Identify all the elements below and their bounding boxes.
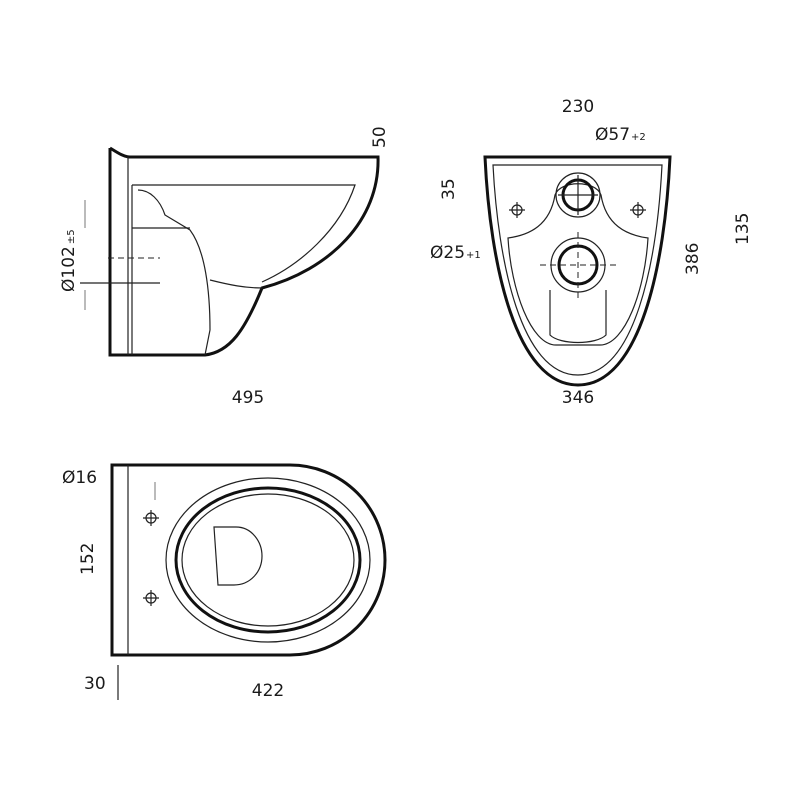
dim-height-50: 50 (370, 126, 390, 148)
mount-hole-top (143, 510, 159, 526)
dim-hole-spacing: 152 (78, 543, 98, 575)
dim-offset-30: 30 (84, 674, 106, 694)
dim-offset-35: 35 (439, 178, 459, 200)
trap-line (131, 185, 211, 356)
dim-length-422: 422 (252, 681, 284, 701)
dim-outlet-diameter: Ø102±5 (59, 229, 79, 292)
rear-view-outline (483, 155, 672, 387)
mount-hole-right (630, 202, 646, 218)
trap-bottom-line (209, 279, 263, 289)
dim-small-diameter: Ø25+1 (430, 243, 481, 263)
rear-recess (507, 183, 649, 346)
top-view-outline (110, 463, 387, 657)
dim-hole-diameter: Ø16 (62, 468, 97, 488)
seat-rim (174, 486, 362, 634)
dim-width-346: 346 (562, 388, 594, 408)
mount-hole-bottom (143, 590, 159, 606)
dim-width-230: 230 (562, 97, 594, 117)
seat-outer (165, 477, 371, 643)
mount-hole-left (509, 202, 525, 218)
dim-135: 135 (733, 213, 753, 245)
dim-length-495: 495 (232, 388, 264, 408)
rear-view: 230 Ø57+2 35 Ø25+1 386 135 346 (430, 97, 753, 408)
outlet-crosshair (540, 232, 616, 298)
side-view: Ø102±5 50 495 (59, 126, 390, 408)
inlet-crosshair (558, 175, 598, 215)
top-view: Ø16 152 30 422 (62, 463, 387, 701)
outlet-channel (549, 290, 607, 344)
dim-inlet-diameter: Ø57+2 (595, 125, 646, 145)
side-view-outline (108, 146, 380, 357)
bowl-rim-line (132, 184, 356, 283)
rear-inner-outline (492, 164, 663, 376)
bowl-drain-shape (213, 526, 263, 586)
inlet-outer-circle (555, 172, 601, 218)
bowl-opening (181, 493, 355, 627)
dim-height-386: 386 (683, 243, 703, 275)
